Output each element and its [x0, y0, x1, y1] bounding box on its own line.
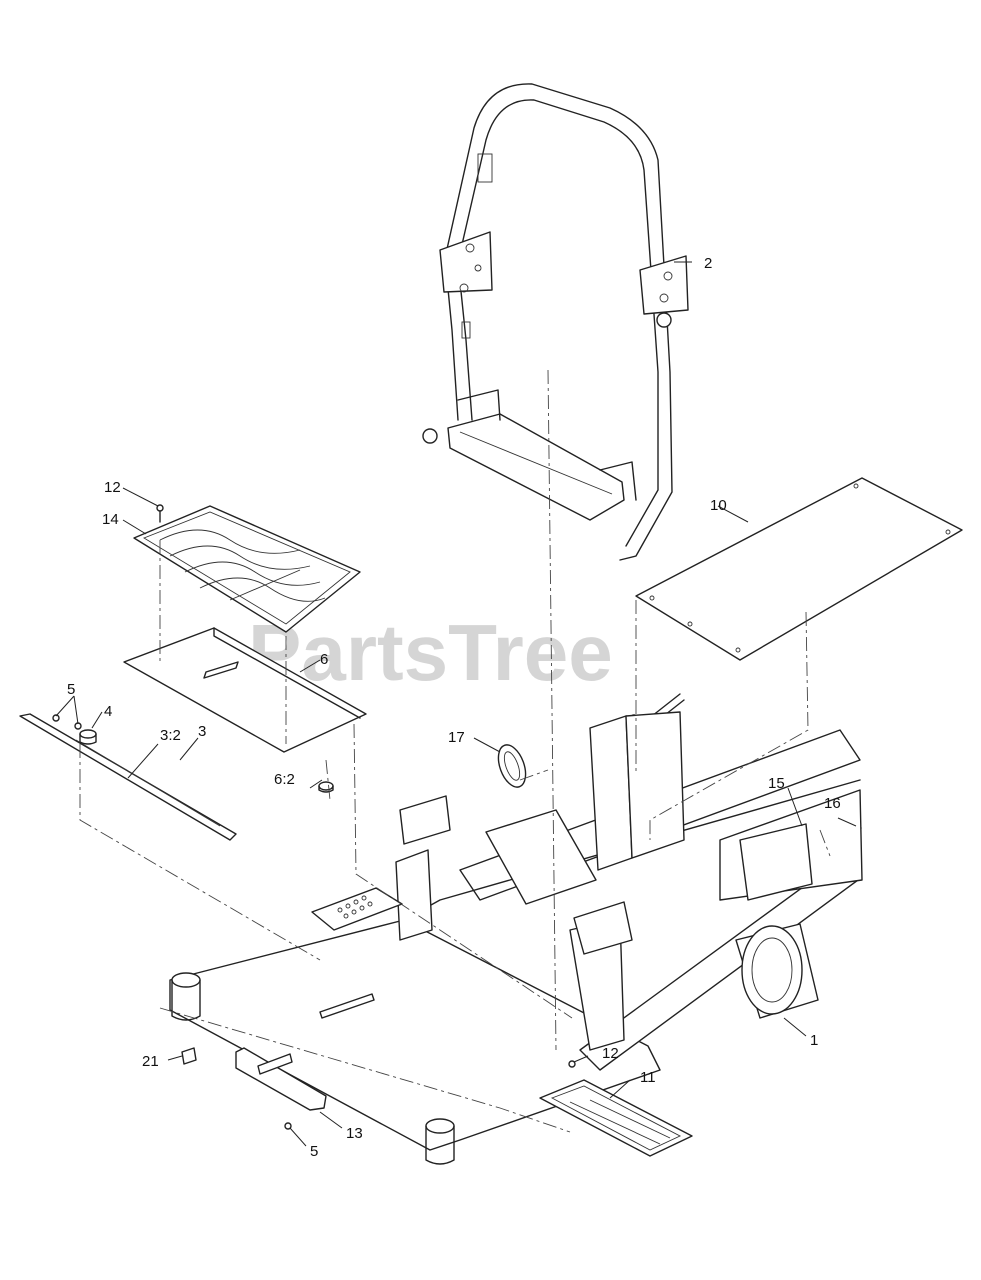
rops-bar-part[interactable] [422, 83, 689, 561]
callout-17: 17 [448, 729, 465, 746]
callout-11: 11 [640, 1069, 656, 1086]
callout-16: 16 [824, 795, 841, 812]
bolt-lower-part[interactable] [284, 1122, 292, 1130]
bracket-part[interactable] [235, 1047, 327, 1111]
callout-2: 2 [704, 255, 712, 272]
step-mat-part[interactable] [133, 505, 361, 633]
callout-15: 15 [768, 775, 785, 792]
callout-6: 6 [320, 651, 328, 668]
seat-plate-part[interactable] [123, 627, 367, 753]
callout-1: 1 [810, 1032, 818, 1049]
callout-14: 14 [102, 511, 119, 528]
callout-3-2: 3:2 [160, 727, 181, 744]
callout-12-upper: 12 [104, 479, 121, 496]
screw-lower-part[interactable] [568, 1060, 576, 1068]
callout-4: 4 [104, 703, 112, 720]
seat-rail-part[interactable] [19, 713, 237, 841]
pad-part[interactable] [181, 1047, 197, 1065]
knob-part[interactable] [79, 729, 97, 745]
callout-13: 13 [346, 1125, 363, 1142]
callout-21: 21 [142, 1053, 159, 1070]
callout-labels: 1 2 3 3:2 4 5 5 6 6:2 10 11 12 12 13 14 … [67, 255, 841, 1160]
alignment-lines [79, 369, 831, 1133]
callout-5-upper: 5 [67, 681, 75, 698]
callout-12-lower: 12 [602, 1045, 619, 1062]
screw-upper-part[interactable] [156, 504, 164, 523]
main-frame-part[interactable] [169, 711, 863, 1165]
grommet-part[interactable] [318, 781, 334, 793]
floor-pan-plate-part[interactable] [635, 477, 963, 661]
foot-mat-part[interactable] [539, 1079, 693, 1157]
callout-5-lower: 5 [310, 1143, 318, 1160]
callout-6-2: 6:2 [274, 771, 295, 788]
leader-lines [55, 261, 857, 1147]
strap-loop-part[interactable] [493, 741, 531, 791]
callout-10: 10 [710, 497, 727, 514]
callout-3: 3 [198, 723, 206, 740]
